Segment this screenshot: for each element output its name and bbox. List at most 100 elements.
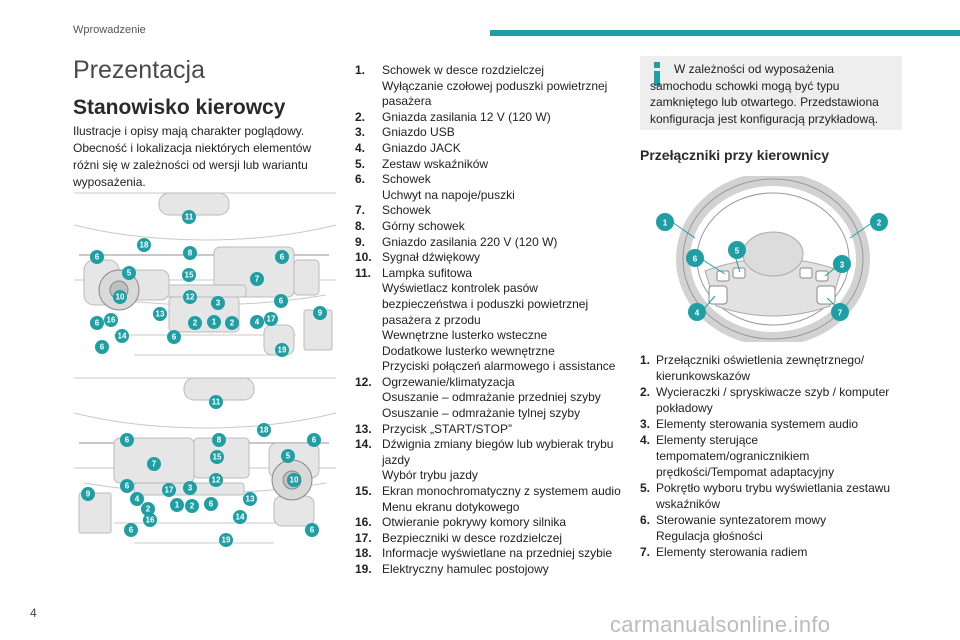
list-item-text: Gniazda zasilania 12 V (120 W) bbox=[382, 110, 625, 126]
list-item-line: Dodatkowe lusterko wewnętrzne bbox=[382, 343, 555, 358]
list-item-number: 1. bbox=[640, 353, 651, 367]
list-item-line: Osuszanie – odmrażanie tylnej szyby bbox=[382, 406, 581, 421]
list-item-line: Schowek bbox=[382, 172, 431, 187]
callout-badge-number: 8 bbox=[188, 249, 193, 258]
callout-badge: 12 bbox=[183, 290, 197, 304]
list-item-number: 2. bbox=[355, 109, 366, 124]
callout-badge-number: 10 bbox=[290, 476, 299, 485]
callout-badge: 11 bbox=[209, 395, 223, 409]
callout-badge-number: 5 bbox=[127, 269, 132, 278]
callout-badge: 6 bbox=[274, 294, 288, 308]
callout-badge-number: 2 bbox=[230, 319, 235, 328]
callout-badge: 6 bbox=[686, 249, 704, 267]
list-item-line: Gniazda zasilania 12 V (120 W) bbox=[382, 109, 551, 124]
callout-badge: 10 bbox=[113, 290, 127, 304]
callout-badge-number: 16 bbox=[146, 516, 155, 525]
list-item-line: Schowek bbox=[382, 203, 431, 218]
list-item-text: Wycieraczki / spryskiwacze szyb / komput… bbox=[656, 384, 910, 416]
callout-badge-number: 16 bbox=[107, 316, 116, 325]
list-item-line: Gniazdo zasilania 220 V (120 W) bbox=[382, 234, 558, 249]
callout-badge: 8 bbox=[212, 433, 226, 447]
list-item-line: Zestaw wskaźników bbox=[382, 156, 489, 171]
list-item: 5.Pokrętło wyboru trybu wyświetlania zes… bbox=[640, 480, 910, 512]
list-item-line: Elementy sterujące tempomatem/ograniczni… bbox=[656, 433, 835, 479]
callout-badge-number: 7 bbox=[838, 308, 843, 317]
list-item-line: Ekran monochromatyczny z systemem audio bbox=[382, 484, 621, 499]
callout-badge-number: 10 bbox=[116, 293, 125, 302]
callout-badge: 13 bbox=[153, 307, 167, 321]
callout-badge: 17 bbox=[162, 483, 176, 497]
callout-badge-number: 11 bbox=[212, 398, 221, 407]
list-item-number: 13. bbox=[355, 421, 372, 436]
callout-badge: 11 bbox=[182, 210, 196, 224]
callout-badge-number: 17 bbox=[165, 486, 174, 495]
callout-badge-number: 5 bbox=[286, 452, 291, 461]
callout-badge: 6 bbox=[307, 433, 321, 447]
list-item-line: Wycieraczki / spryskiwacze szyb / komput… bbox=[656, 385, 890, 415]
list-item-line: Przyciski połączeń alarmowego i assistan… bbox=[382, 359, 616, 374]
intro-paragraph: Ilustracje i opisy mają charakter pogląd… bbox=[73, 124, 312, 189]
list-item: 18.Informacje wyświetlane na przedniej s… bbox=[355, 546, 625, 562]
info-box: W zależności od wyposażenia samochodu sc… bbox=[640, 56, 902, 130]
callout-badge: 16 bbox=[104, 313, 118, 327]
header-accent-bar bbox=[490, 30, 960, 36]
list-item-text: Otwieranie pokrywy komory silnika bbox=[382, 515, 625, 531]
list-item-text: Gniazdo USB bbox=[382, 125, 625, 141]
list-item-line: Uchwyt na napoje/puszki bbox=[382, 187, 515, 202]
callout-badge: 18 bbox=[257, 423, 271, 437]
callout-badge-number: 6 bbox=[310, 526, 315, 535]
callout-badge: 13 bbox=[243, 492, 257, 506]
callout-badge: 6 bbox=[305, 523, 319, 537]
callout-badge-number: 9 bbox=[318, 309, 323, 318]
header-section-label: Wprowadzenie bbox=[73, 24, 146, 36]
list-item: 4. Elementy sterujące tempomatem/ogranicz… bbox=[640, 432, 910, 480]
list-item-line: Elementy sterowania radiem bbox=[656, 545, 808, 559]
callout-badge-number: 6 bbox=[129, 526, 134, 535]
steering-legend-list: 1.Przełączniki oświetlenia zewnętrznego/… bbox=[640, 352, 910, 560]
callout-badge-number: 13 bbox=[156, 310, 165, 319]
callout-badge-number: 14 bbox=[236, 513, 245, 522]
callout-badge-number: 15 bbox=[213, 453, 222, 462]
list-item: 7.Elementy sterowania radiem bbox=[640, 544, 910, 560]
callout-badge: 14 bbox=[233, 510, 247, 524]
callout-badge: 1 bbox=[170, 498, 184, 512]
list-item-number: 4. bbox=[355, 140, 366, 155]
list-item-text: Pokrętło wyboru trybu wyświetlania zesta… bbox=[656, 480, 910, 512]
page-title: Prezentacja bbox=[73, 56, 206, 84]
callout-badge-number: 17 bbox=[267, 315, 276, 324]
list-item: 16.Otwieranie pokrywy komory silnika bbox=[355, 515, 625, 531]
callout-badge-number: 12 bbox=[186, 293, 195, 302]
callout-badge: 15 bbox=[210, 450, 224, 464]
list-item-number: 4. bbox=[640, 433, 651, 447]
list-item-line: Gniazdo USB bbox=[382, 125, 455, 140]
list-item-line: Wewnętrzne lusterko wsteczne bbox=[382, 328, 548, 343]
list-item-number: 7. bbox=[355, 203, 366, 218]
list-item-line: Bezpieczniki w desce rozdzielczej bbox=[382, 530, 563, 545]
list-item: 10.Sygnał dźwiękowy bbox=[355, 250, 625, 266]
list-item: 7. Schowek bbox=[355, 203, 625, 219]
callout-badge-number: 18 bbox=[260, 426, 269, 435]
list-item-line: Elektryczny hamulec postojowy bbox=[382, 562, 549, 576]
callout-badge-number: 8 bbox=[217, 436, 222, 445]
list-item-line: Regulacja głośności bbox=[656, 529, 763, 543]
callout-badge: 10 bbox=[287, 473, 301, 487]
list-item: 17.Bezpieczniki w desce rozdzielczej bbox=[355, 531, 625, 547]
list-item-text: Gniazdo JACK bbox=[382, 141, 625, 157]
callout-badge-number: 3 bbox=[216, 299, 221, 308]
list-item-number: 3. bbox=[355, 125, 366, 140]
callout-badge: 4 bbox=[130, 492, 144, 506]
callout-badge-number: 4 bbox=[695, 308, 700, 317]
list-item-number: 6. bbox=[355, 172, 366, 187]
callout-badge-number: 15 bbox=[185, 271, 194, 280]
callout-badge-number: 18 bbox=[140, 241, 149, 250]
list-item-line: Gniazdo JACK bbox=[382, 140, 461, 155]
callout-badge: 12 bbox=[209, 473, 223, 487]
callout-badge: 5 bbox=[281, 449, 295, 463]
callout-badge-number: 2 bbox=[193, 319, 198, 328]
